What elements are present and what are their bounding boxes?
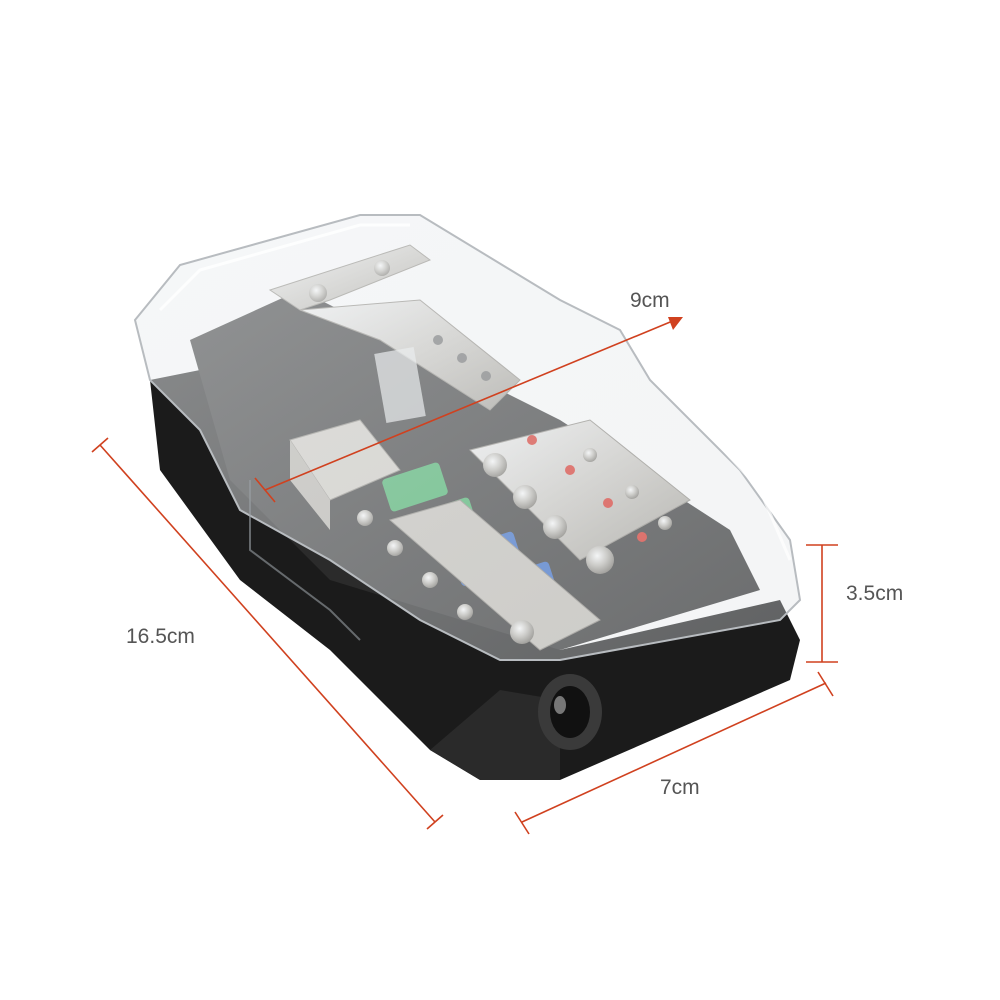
dim-line-diagonal bbox=[264, 319, 676, 491]
cable-port bbox=[538, 674, 602, 750]
clear-cover bbox=[133, 214, 802, 661]
dim-line-length bbox=[99, 444, 436, 823]
dim-line-width bbox=[521, 682, 827, 823]
width-label: 7cm bbox=[660, 776, 700, 799]
fuse-puller bbox=[374, 347, 426, 423]
diagonal-label: 9cm bbox=[630, 289, 670, 312]
length-label: 16.5cm bbox=[126, 625, 195, 648]
dimension-lines bbox=[91, 317, 838, 835]
height-label: 3.5cm bbox=[846, 582, 904, 605]
